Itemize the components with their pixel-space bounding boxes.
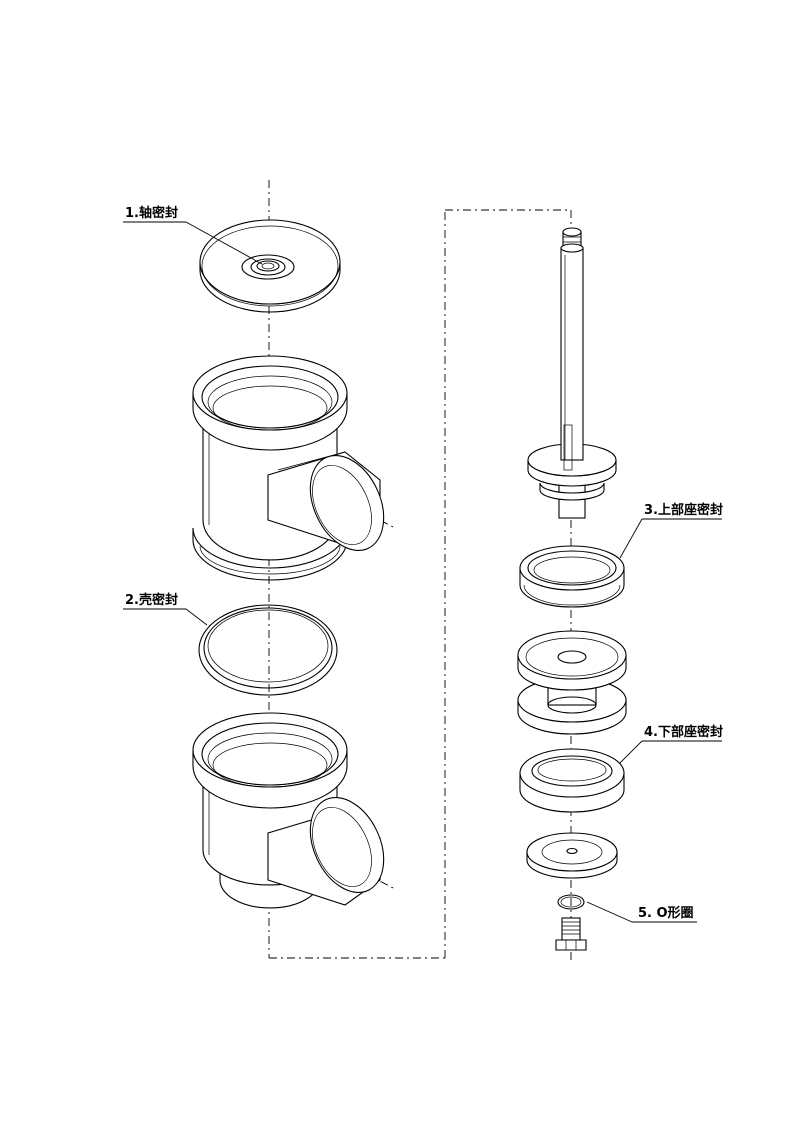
leader-lines <box>123 221 722 923</box>
valve-seat-disc <box>517 630 627 735</box>
lower-seat-seal <box>519 748 625 813</box>
bottom-disc-plate <box>526 832 618 879</box>
callout-part1-label: 1.轴密封 <box>125 205 178 221</box>
callout-part4-label: 4.下部座密封 <box>644 724 723 740</box>
upper-seat-seal <box>519 545 625 608</box>
upper-valve-body <box>192 355 385 581</box>
shaft-seal-disc <box>199 219 341 313</box>
valve-stem <box>527 227 617 519</box>
callout-part5-label: 5. O形圈 <box>638 906 694 921</box>
o-ring <box>557 894 585 910</box>
screw-bolt <box>555 917 587 951</box>
callout-part3-label: 3.上部座密封 <box>644 502 723 518</box>
body-seal-ring <box>198 604 338 696</box>
lower-valve-body <box>192 712 385 909</box>
callout-part2-label: 2.壳密封 <box>125 592 178 608</box>
